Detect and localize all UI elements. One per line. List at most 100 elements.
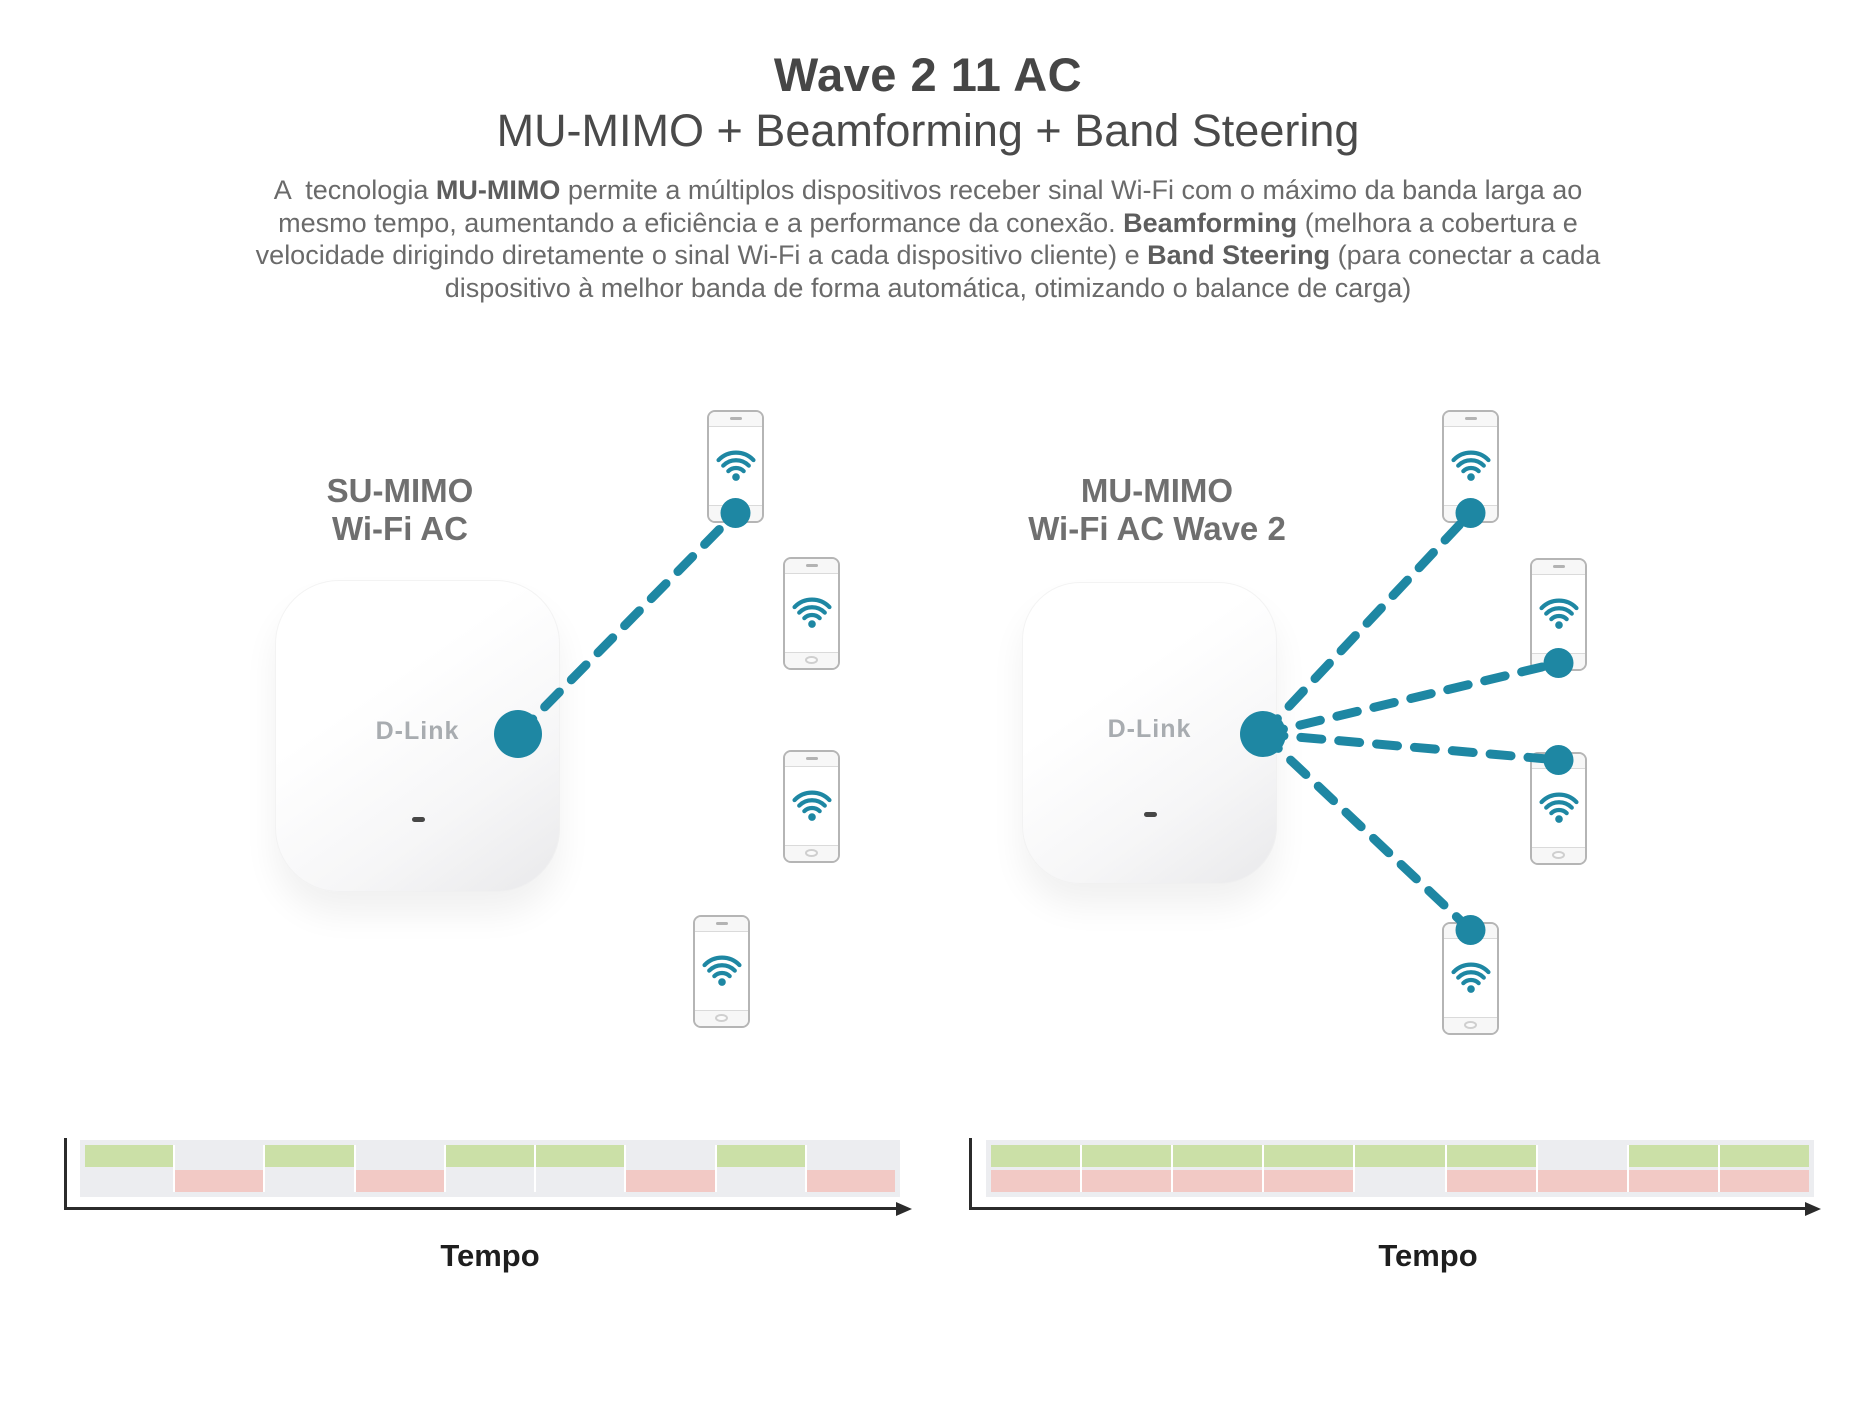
phone-screen [1444,427,1497,505]
slot-cell-top [1446,1145,1536,1167]
mu-mimo-label-line2: Wi-Fi AC Wave 2 [1028,510,1286,547]
time-slot [1353,1145,1445,1192]
slot-cell-bottom [1628,1170,1718,1192]
slot-cell-top [1173,1145,1263,1167]
client-phone [1442,922,1499,1035]
time-slot [1535,1145,1627,1192]
time-slot [1626,1145,1718,1192]
wifi-icon [701,955,742,986]
phone-screen [785,574,838,652]
slot-cell-bottom [717,1170,805,1192]
dlink-logo: D-Link [1107,714,1192,743]
right-tempo-label: Tempo [1378,1238,1478,1273]
client-phone [1442,410,1499,523]
phone-top-bezel [1444,924,1497,939]
mu-mimo-label: MU-MIMO Wi-Fi AC Wave 2 [940,472,1374,548]
time-slot [353,1145,444,1192]
time-slot [1171,1145,1263,1192]
phone-top-bezel [695,917,748,932]
time-slot [173,1145,264,1192]
slot-cell-top [1628,1145,1718,1167]
phone-bottom-bezel [1532,653,1585,669]
slot-cell-top [356,1145,444,1167]
slot-cell-top [1264,1145,1354,1167]
intro-line: dispositivo à melhor banda de forma auto… [444,272,1412,303]
slot-cell-top [175,1145,263,1167]
slot-cell-bottom [1082,1170,1172,1192]
time-slot [1262,1145,1354,1192]
phone-top-bezel [1532,560,1585,575]
client-phone [1530,558,1587,671]
slot-cell-top [1082,1145,1172,1167]
wifi-icon [715,450,756,481]
slot-cell-bottom [1264,1170,1354,1192]
time-slot [1080,1145,1172,1192]
wifi-icon [1538,598,1579,629]
slot-cell-top [265,1145,354,1167]
phone-top-bezel [1532,754,1585,769]
slot-cell-top [626,1145,714,1167]
slot-cell-bottom [626,1170,715,1192]
intro-paragraph: A tecnologia MU-MIMO permite a múltiplos… [0,174,1856,304]
slot-cell-top [445,1145,535,1167]
left-tempo-label: Tempo [440,1238,540,1273]
slot-cell-bottom [355,1170,444,1192]
phone-screen [1444,939,1497,1017]
speaker-icon [715,922,728,925]
slot-cell-top [536,1145,625,1167]
left-timeline-arrow-icon [896,1202,912,1216]
page-subtitle: MU-MIMO + Beamforming + Band Steering [496,105,1360,157]
phone-bottom-bezel [1532,847,1585,863]
time-slot [443,1145,535,1192]
client-phone [693,915,750,1028]
slot-cell-bottom [265,1170,353,1192]
home-button-icon [1551,657,1565,665]
intro-line: velocidade dirigindo diretamente o sinal… [255,240,1601,270]
slot-cell-bottom [1446,1170,1536,1192]
time-slot [1717,1145,1809,1192]
phone-top-bezel [785,559,838,574]
beam-dashed-line [1258,729,1475,935]
speaker-icon [805,757,818,760]
wifi-icon [1450,962,1491,993]
speaker-icon [1464,417,1477,420]
slot-cell-top [1538,1145,1627,1167]
led-indicator-icon [411,817,425,823]
home-button-icon [1551,851,1565,859]
phone-screen [785,767,838,845]
slot-cell-bottom [175,1170,264,1192]
time-slot [263,1145,354,1192]
su-mimo-label: SU-MIMO Wi-Fi AC [250,472,550,548]
phone-screen [1532,769,1585,847]
speaker-icon [1464,929,1477,932]
time-slot [804,1145,895,1192]
client-phone [1530,752,1587,865]
phone-bottom-bezel [785,845,838,861]
right-time-track [986,1140,1814,1197]
speaker-icon [729,417,742,420]
su-mimo-label-line2: Wi-Fi AC [332,510,468,547]
dlink-logo: D-Link [375,717,460,746]
phone-top-bezel [785,752,838,767]
slot-cell-bottom [991,1170,1081,1192]
phone-screen [1532,575,1585,653]
home-button-icon [804,656,818,664]
time-slot [714,1145,805,1192]
led-indicator-icon [1143,811,1157,817]
left-timeline-y-axis [64,1138,67,1210]
home-button-icon [728,509,742,517]
su-mimo-label-line1: SU-MIMO [326,472,474,509]
phone-bottom-bezel [785,652,838,668]
wifi-icon [1450,450,1491,481]
time-slot [534,1145,625,1192]
access-point-device-left: D-Link [275,580,560,892]
slot-cell-top [1719,1145,1809,1167]
left-time-track [80,1140,900,1197]
phone-top-bezel [1444,412,1497,427]
phone-top-bezel [709,412,762,427]
slot-cell-bottom [446,1170,534,1192]
mu-mimo-label-line1: MU-MIMO [1080,472,1234,509]
page-title: Wave 2 11 AC [773,48,1083,101]
speaker-icon [1552,759,1565,762]
